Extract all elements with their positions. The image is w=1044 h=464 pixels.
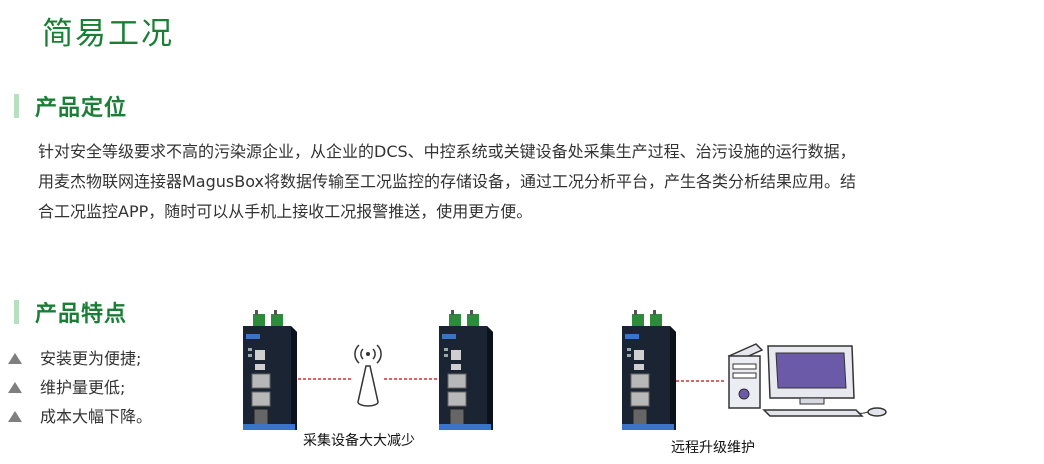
paragraph-line: 用麦杰物联网连接器MagusBox将数据传输至工况监控的存储设备，通过工况分析平… bbox=[38, 172, 856, 191]
section-features-title: 产品特点 bbox=[35, 302, 128, 327]
features-list: 安装更为便捷; 维护量更低; 成本大幅下降。 bbox=[8, 344, 152, 431]
paragraph-line: 合工况监控APP，随时可以从手机上接收工况报警推送，使用更方便。 bbox=[38, 202, 533, 221]
section-features-header: 产品特点 bbox=[14, 296, 127, 328]
triangle-bullet-icon bbox=[8, 382, 22, 393]
section-positioning-title: 产品定位 bbox=[35, 96, 128, 121]
triangle-bullet-icon bbox=[8, 411, 22, 422]
section-bar bbox=[14, 300, 19, 324]
gateway-device-icon bbox=[242, 309, 298, 431]
list-item: 成本大幅下降。 bbox=[8, 402, 152, 431]
feature-text: 安装更为便捷; bbox=[40, 349, 142, 368]
list-item: 安装更为便捷; bbox=[8, 344, 152, 373]
gateway-device-icon bbox=[621, 309, 677, 431]
section-positioning-header: 产品定位 bbox=[14, 90, 127, 122]
positioning-paragraph: 针对安全等级要求不高的污染源企业，从企业的DCS、中控系统或关键设备处采集生产过… bbox=[38, 137, 1038, 227]
list-item: 维护量更低; bbox=[8, 373, 152, 402]
wireless-antenna-icon bbox=[354, 344, 382, 407]
triangle-bullet-icon bbox=[8, 353, 22, 364]
computer-icon bbox=[727, 343, 887, 417]
section-bar bbox=[14, 94, 19, 118]
page-title: 简易工况 bbox=[42, 16, 174, 52]
gateway-device-icon bbox=[438, 309, 494, 431]
feature-text: 成本大幅下降。 bbox=[40, 407, 153, 426]
paragraph-line: 针对安全等级要求不高的污染源企业，从企业的DCS、中控系统或关键设备处采集生产过… bbox=[38, 142, 856, 161]
caption-fewer-devices: 采集设备大大减少 bbox=[303, 433, 415, 449]
feature-text: 维护量更低; bbox=[40, 378, 126, 397]
caption-remote-upgrade: 远程升级维护 bbox=[671, 440, 755, 456]
